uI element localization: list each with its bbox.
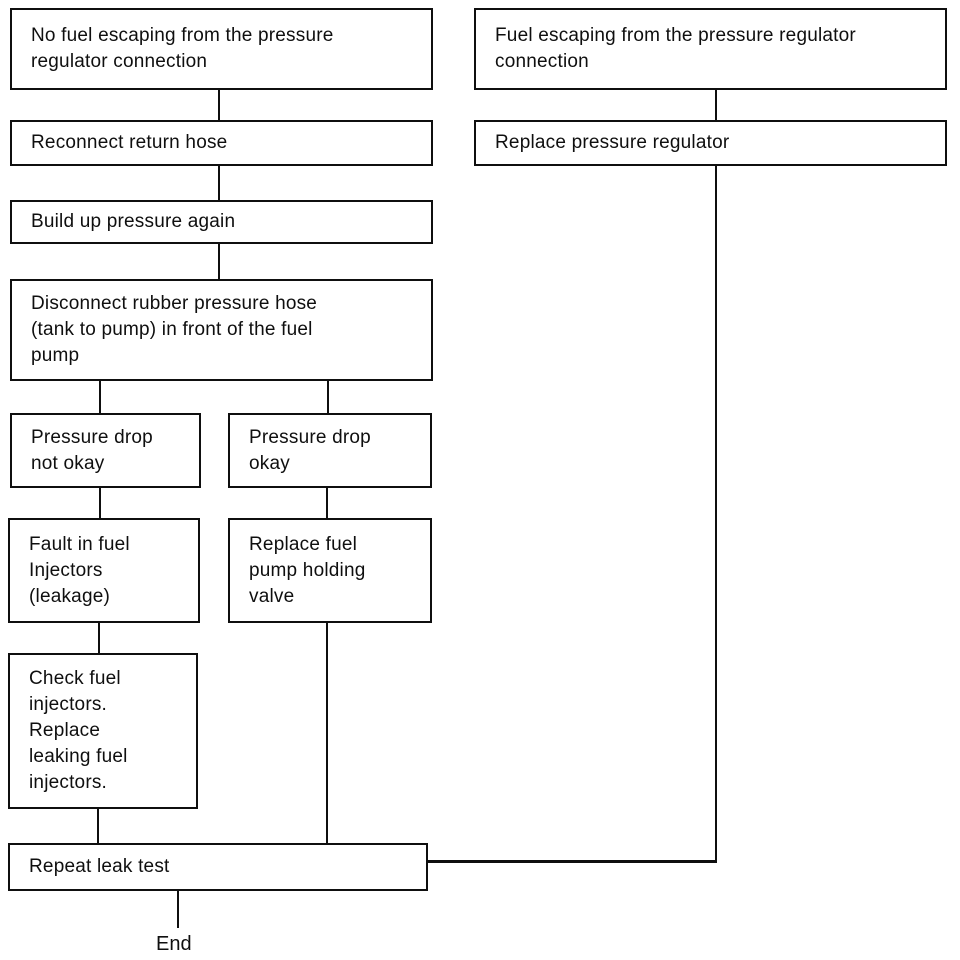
node-reconnect-return-hose: Reconnect return hose [10, 120, 433, 166]
node-check-fuel-injectors: Check fuel injectors. Replace leaking fu… [8, 653, 198, 809]
connector-disconnect-to-drop-not-okay [99, 379, 101, 415]
node-pressure-drop-not-okay: Pressure drop not okay [10, 413, 201, 488]
node-no-fuel-escaping: No fuel escaping from the pressure regul… [10, 8, 433, 90]
connector-build-up-to-disconnect [218, 242, 220, 281]
connector-replace-regulator-down [715, 164, 717, 863]
node-replace-fuel-pump-holding-valve: Replace fuel pump holding valve [228, 518, 432, 623]
node-fault-in-fuel-injectors: Fault in fuel Injectors (leakage) [8, 518, 200, 623]
connector-no-fuel-to-reconnect [218, 88, 220, 122]
node-repeat-leak-test: Repeat leak test [8, 843, 428, 891]
node-disconnect-rubber-pressure-hose: Disconnect rubber pressure hose (tank to… [10, 279, 433, 381]
end-label: End [156, 933, 192, 955]
connector-disconnect-to-drop-okay [327, 379, 329, 415]
connector-holding-valve-to-repeat-test [326, 621, 328, 845]
connector-fuel-escaping-to-replace-regulator [715, 88, 717, 122]
connector-reconnect-to-build-up [218, 164, 220, 202]
node-build-up-pressure-again: Build up pressure again [10, 200, 433, 244]
node-replace-pressure-regulator: Replace pressure regulator [474, 120, 947, 166]
connector-check-injectors-to-repeat-test [97, 807, 99, 845]
connector-fault-to-check-injectors [98, 621, 100, 655]
connector-drop-okay-to-holding-valve [326, 486, 328, 520]
connector-replace-regulator-to-repeat-test [428, 860, 717, 863]
node-fuel-escaping: Fuel escaping from the pressure regulato… [474, 8, 947, 90]
connector-drop-not-okay-to-fault [99, 486, 101, 520]
connector-repeat-test-to-end [177, 889, 179, 928]
node-pressure-drop-okay: Pressure drop okay [228, 413, 432, 488]
